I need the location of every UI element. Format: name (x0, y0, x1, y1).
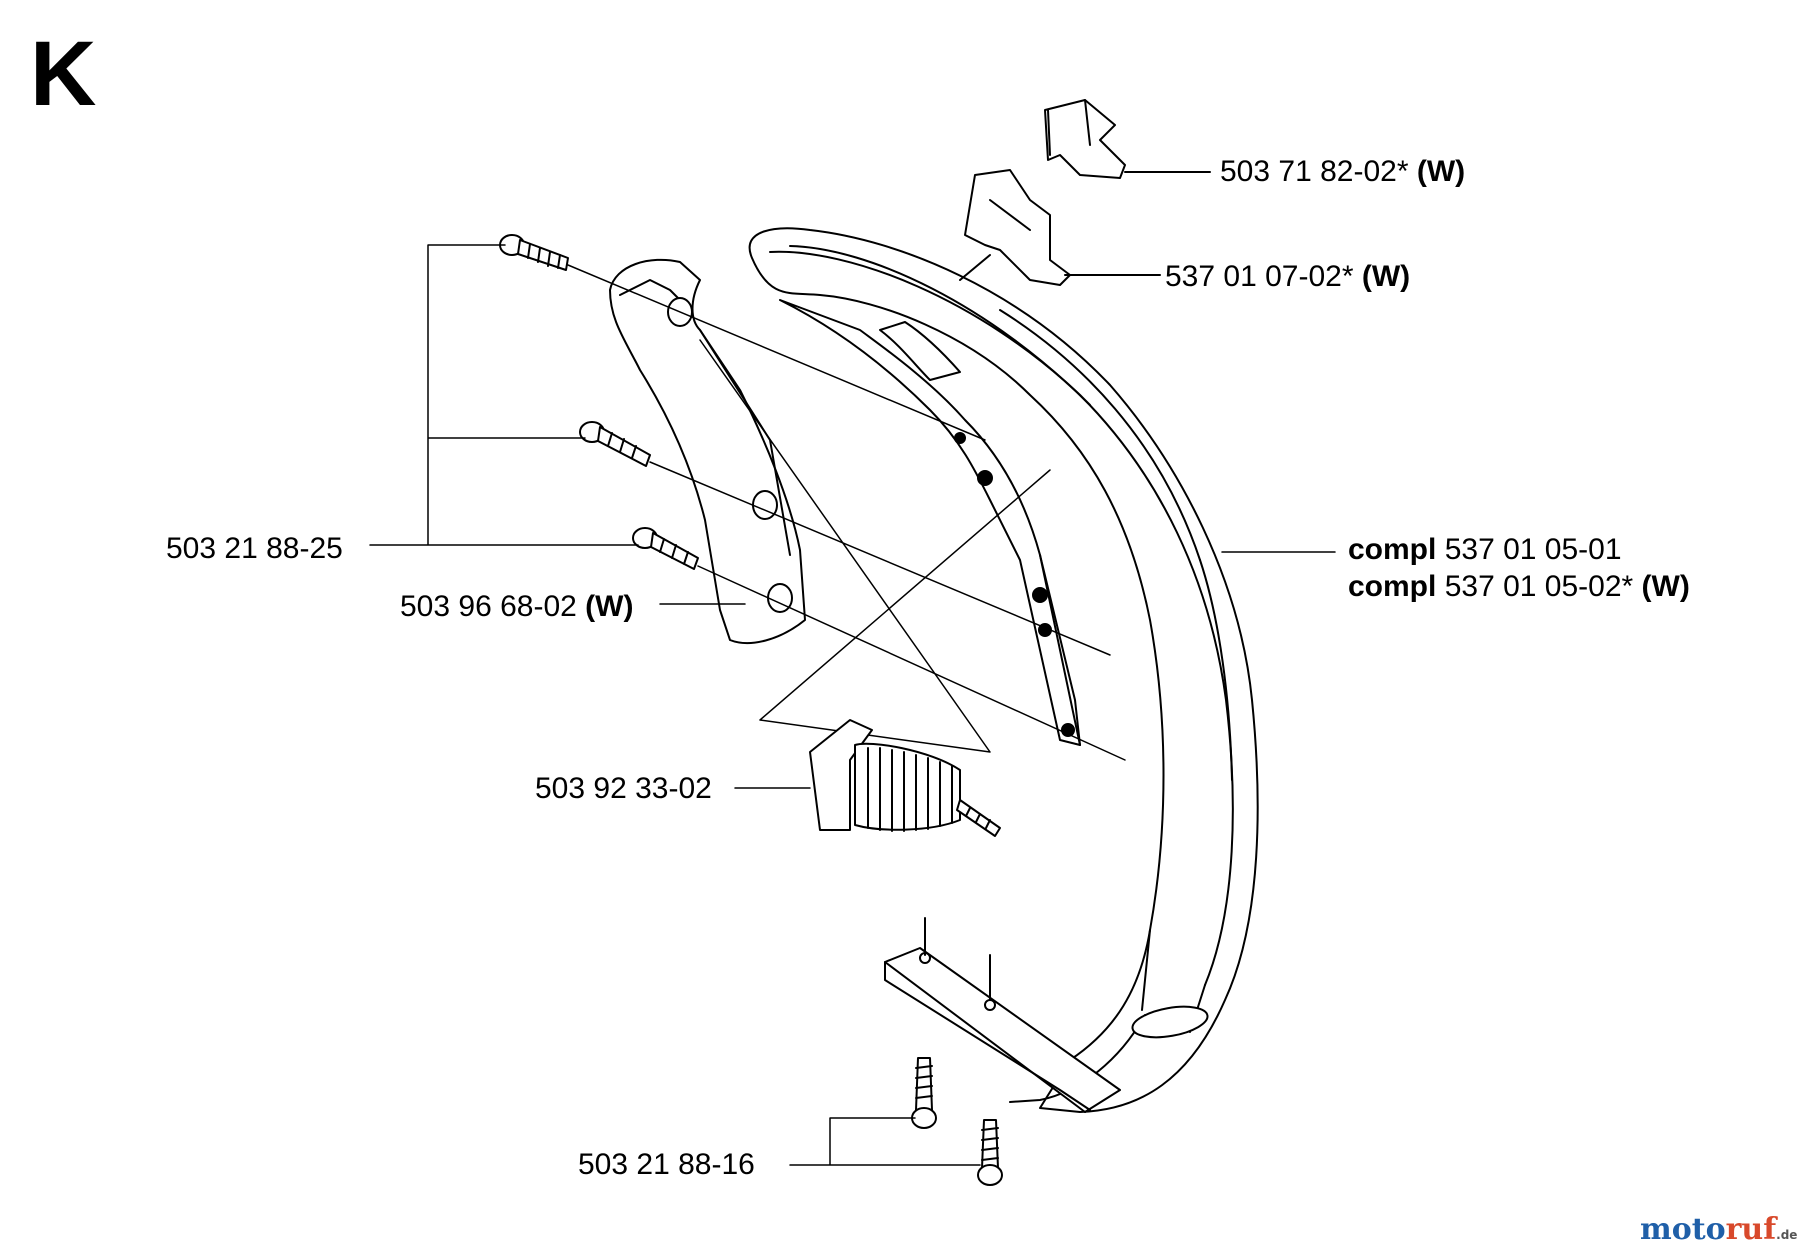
screw-group-top (369, 234, 1126, 761)
part-number: 503 71 82-02* (1220, 155, 1409, 188)
part-label-grip-a: 503 71 82-02* (W) (1220, 155, 1465, 189)
part-suffix: (W) (585, 590, 634, 623)
section-letter: K (30, 23, 97, 125)
assembly-number: 537 01 05-02* (1444, 570, 1634, 603)
foot-plate (884, 917, 1121, 1113)
part-number: 503 21 88-16 (578, 1148, 755, 1181)
assembly-label-1: compl 537 01 05-01 (1348, 533, 1622, 567)
part-label-bracket: 503 96 68-02 (W) (400, 590, 633, 624)
part-label-screw-bottom: 503 21 88-16 (578, 1148, 755, 1182)
assembly-number: 537 01 05-01 (1444, 533, 1622, 566)
assembly-prefix: compl (1348, 570, 1437, 603)
watermark-logo: motoruf.de (1640, 1212, 1798, 1247)
part-number: 503 96 68-02 (400, 590, 577, 623)
part-label-spring: 503 92 33-02 (535, 772, 712, 806)
grip-part-a (1044, 99, 1211, 179)
part-number: 503 92 33-02 (535, 772, 712, 805)
part-label-grip-b: 537 01 07-02* (W) (1165, 260, 1410, 294)
screw-group-bottom (789, 1057, 1003, 1186)
grip-part-b (959, 169, 1161, 286)
part-suffix: (W) (1416, 155, 1466, 188)
part-number: 503 21 88-25 (166, 532, 343, 565)
assembly-prefix: compl (1348, 533, 1437, 566)
front-handle (748, 227, 1259, 1113)
assembly-suffix: (W) (1641, 570, 1690, 603)
handle-arm (779, 299, 1081, 746)
part-label-screw-top: 503 21 88-25 (166, 532, 343, 566)
spring-part (734, 719, 1001, 837)
part-number: 537 01 07-02* (1165, 260, 1354, 293)
part-suffix: (W) (1361, 260, 1411, 293)
assembly-label-2: compl 537 01 05-02* (W) (1348, 570, 1690, 604)
